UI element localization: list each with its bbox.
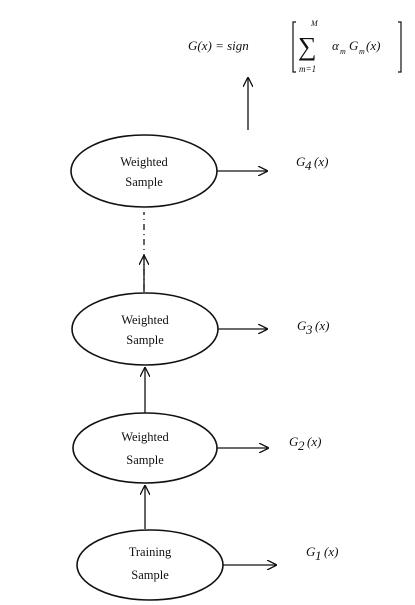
model-argument: (x) bbox=[366, 38, 380, 53]
weighted-sample-node-4: Weighted Sample G 4 (x) bbox=[70, 134, 328, 208]
weighted-sample-node-3: Weighted Sample G 3 (x) bbox=[71, 292, 329, 366]
alpha-subscript: m bbox=[340, 47, 346, 56]
node-ellipse bbox=[71, 292, 219, 366]
right-bracket bbox=[398, 21, 402, 73]
output-label: G bbox=[289, 434, 299, 449]
sum-upper-limit: M bbox=[310, 19, 319, 28]
weighted-sample-node-2: Weighted Sample G 2 (x) bbox=[72, 412, 321, 484]
node-label-line2: Sample bbox=[126, 333, 164, 347]
node-label-line1: Weighted bbox=[120, 155, 168, 169]
output-argument: (x) bbox=[315, 318, 329, 333]
output-label: G bbox=[296, 154, 306, 169]
output-subscript: 2 bbox=[298, 438, 305, 453]
output-label: G bbox=[297, 318, 307, 333]
model-term: G bbox=[349, 38, 359, 53]
sigma-symbol: ∑ bbox=[298, 32, 317, 61]
node-label-line1: Weighted bbox=[121, 430, 169, 444]
left-bracket bbox=[292, 21, 296, 73]
output-label: G bbox=[306, 544, 316, 559]
output-argument: (x) bbox=[307, 434, 321, 449]
output-argument: (x) bbox=[324, 544, 338, 559]
formula-lhs: G(x) = sign bbox=[188, 38, 249, 53]
output-subscript: 4 bbox=[305, 158, 312, 173]
output-subscript: 3 bbox=[305, 322, 313, 337]
model-subscript: m bbox=[359, 47, 365, 56]
node-label-line2: Sample bbox=[126, 453, 164, 467]
node-label-line1: Training bbox=[129, 545, 172, 559]
node-label-line1: Weighted bbox=[121, 313, 169, 327]
training-sample-node: Training Sample G 1 (x) bbox=[76, 529, 338, 601]
node-ellipse bbox=[76, 529, 224, 601]
node-label-line2: Sample bbox=[125, 175, 163, 189]
sum-lower-limit: m=1 bbox=[299, 64, 316, 74]
node-ellipse bbox=[72, 412, 218, 484]
output-subscript: 1 bbox=[315, 548, 322, 563]
final-formula: G(x) = sign ∑ M m=1 α m G m (x) bbox=[188, 19, 402, 74]
output-argument: (x) bbox=[314, 154, 328, 169]
alpha-term: α bbox=[332, 38, 340, 53]
node-ellipse bbox=[70, 134, 218, 208]
node-label-line2: Sample bbox=[131, 568, 169, 582]
